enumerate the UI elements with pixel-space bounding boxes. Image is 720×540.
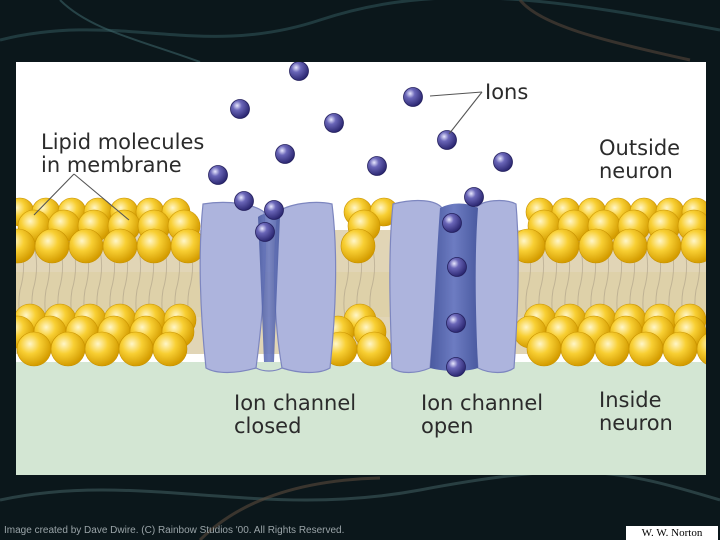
lipid-head (50, 331, 86, 367)
lipid-head (118, 331, 154, 367)
lipid-head (34, 228, 70, 264)
lipid-head (544, 228, 580, 264)
pointer-lines (33, 91, 483, 221)
ion (442, 213, 462, 233)
lipid-head (560, 331, 596, 367)
label-ions: Ions (485, 80, 529, 104)
ion (446, 357, 466, 377)
label-ion-channel-closed: Ion channel closed (234, 391, 357, 438)
ion (234, 191, 254, 211)
ion (367, 156, 387, 176)
label-inside-neuron: Inside neuron (599, 388, 673, 435)
ion (275, 144, 295, 164)
membrane-illustration (16, 62, 706, 475)
lipid-head (680, 228, 706, 264)
ion (255, 222, 275, 242)
lipid-heads (16, 197, 706, 367)
lipid-head (356, 331, 392, 367)
lipid-head (68, 228, 104, 264)
lipid-head (136, 228, 172, 264)
lipid-head (152, 331, 188, 367)
lipid-head (662, 331, 698, 367)
lipid-head (84, 331, 120, 367)
lipid-head (16, 331, 52, 367)
publisher-label: W. W. Norton (626, 526, 718, 540)
ion (446, 313, 466, 333)
ion (208, 165, 228, 185)
lipid-head (628, 331, 664, 367)
ions (208, 62, 513, 377)
ion (493, 152, 513, 172)
ion (437, 130, 457, 150)
open-channel (389, 199, 519, 374)
ion (289, 62, 309, 81)
ion (447, 257, 467, 277)
ion (403, 87, 423, 107)
lipid-head (696, 333, 706, 365)
closed-channel (199, 201, 337, 374)
inside-region (16, 362, 706, 475)
label-ion-channel-open: Ion channel open (421, 391, 544, 438)
lipid-head (594, 331, 630, 367)
lipid-head (102, 228, 138, 264)
ion (324, 113, 344, 133)
diagram-panel: Lipid molecules in membrane Ions Outside… (16, 62, 706, 475)
lipid-head (340, 228, 376, 264)
image-credit: Image created by Dave Dwire. (C) Rainbow… (4, 525, 345, 536)
ion (264, 200, 284, 220)
lipid-head (646, 228, 682, 264)
lipid-head (578, 228, 614, 264)
label-outside-neuron: Outside neuron (599, 136, 681, 183)
ion (230, 99, 250, 119)
lipid-head (526, 331, 562, 367)
lipid-head (612, 228, 648, 264)
label-lipid-molecules: Lipid molecules in membrane (41, 130, 205, 177)
ion (464, 187, 484, 207)
